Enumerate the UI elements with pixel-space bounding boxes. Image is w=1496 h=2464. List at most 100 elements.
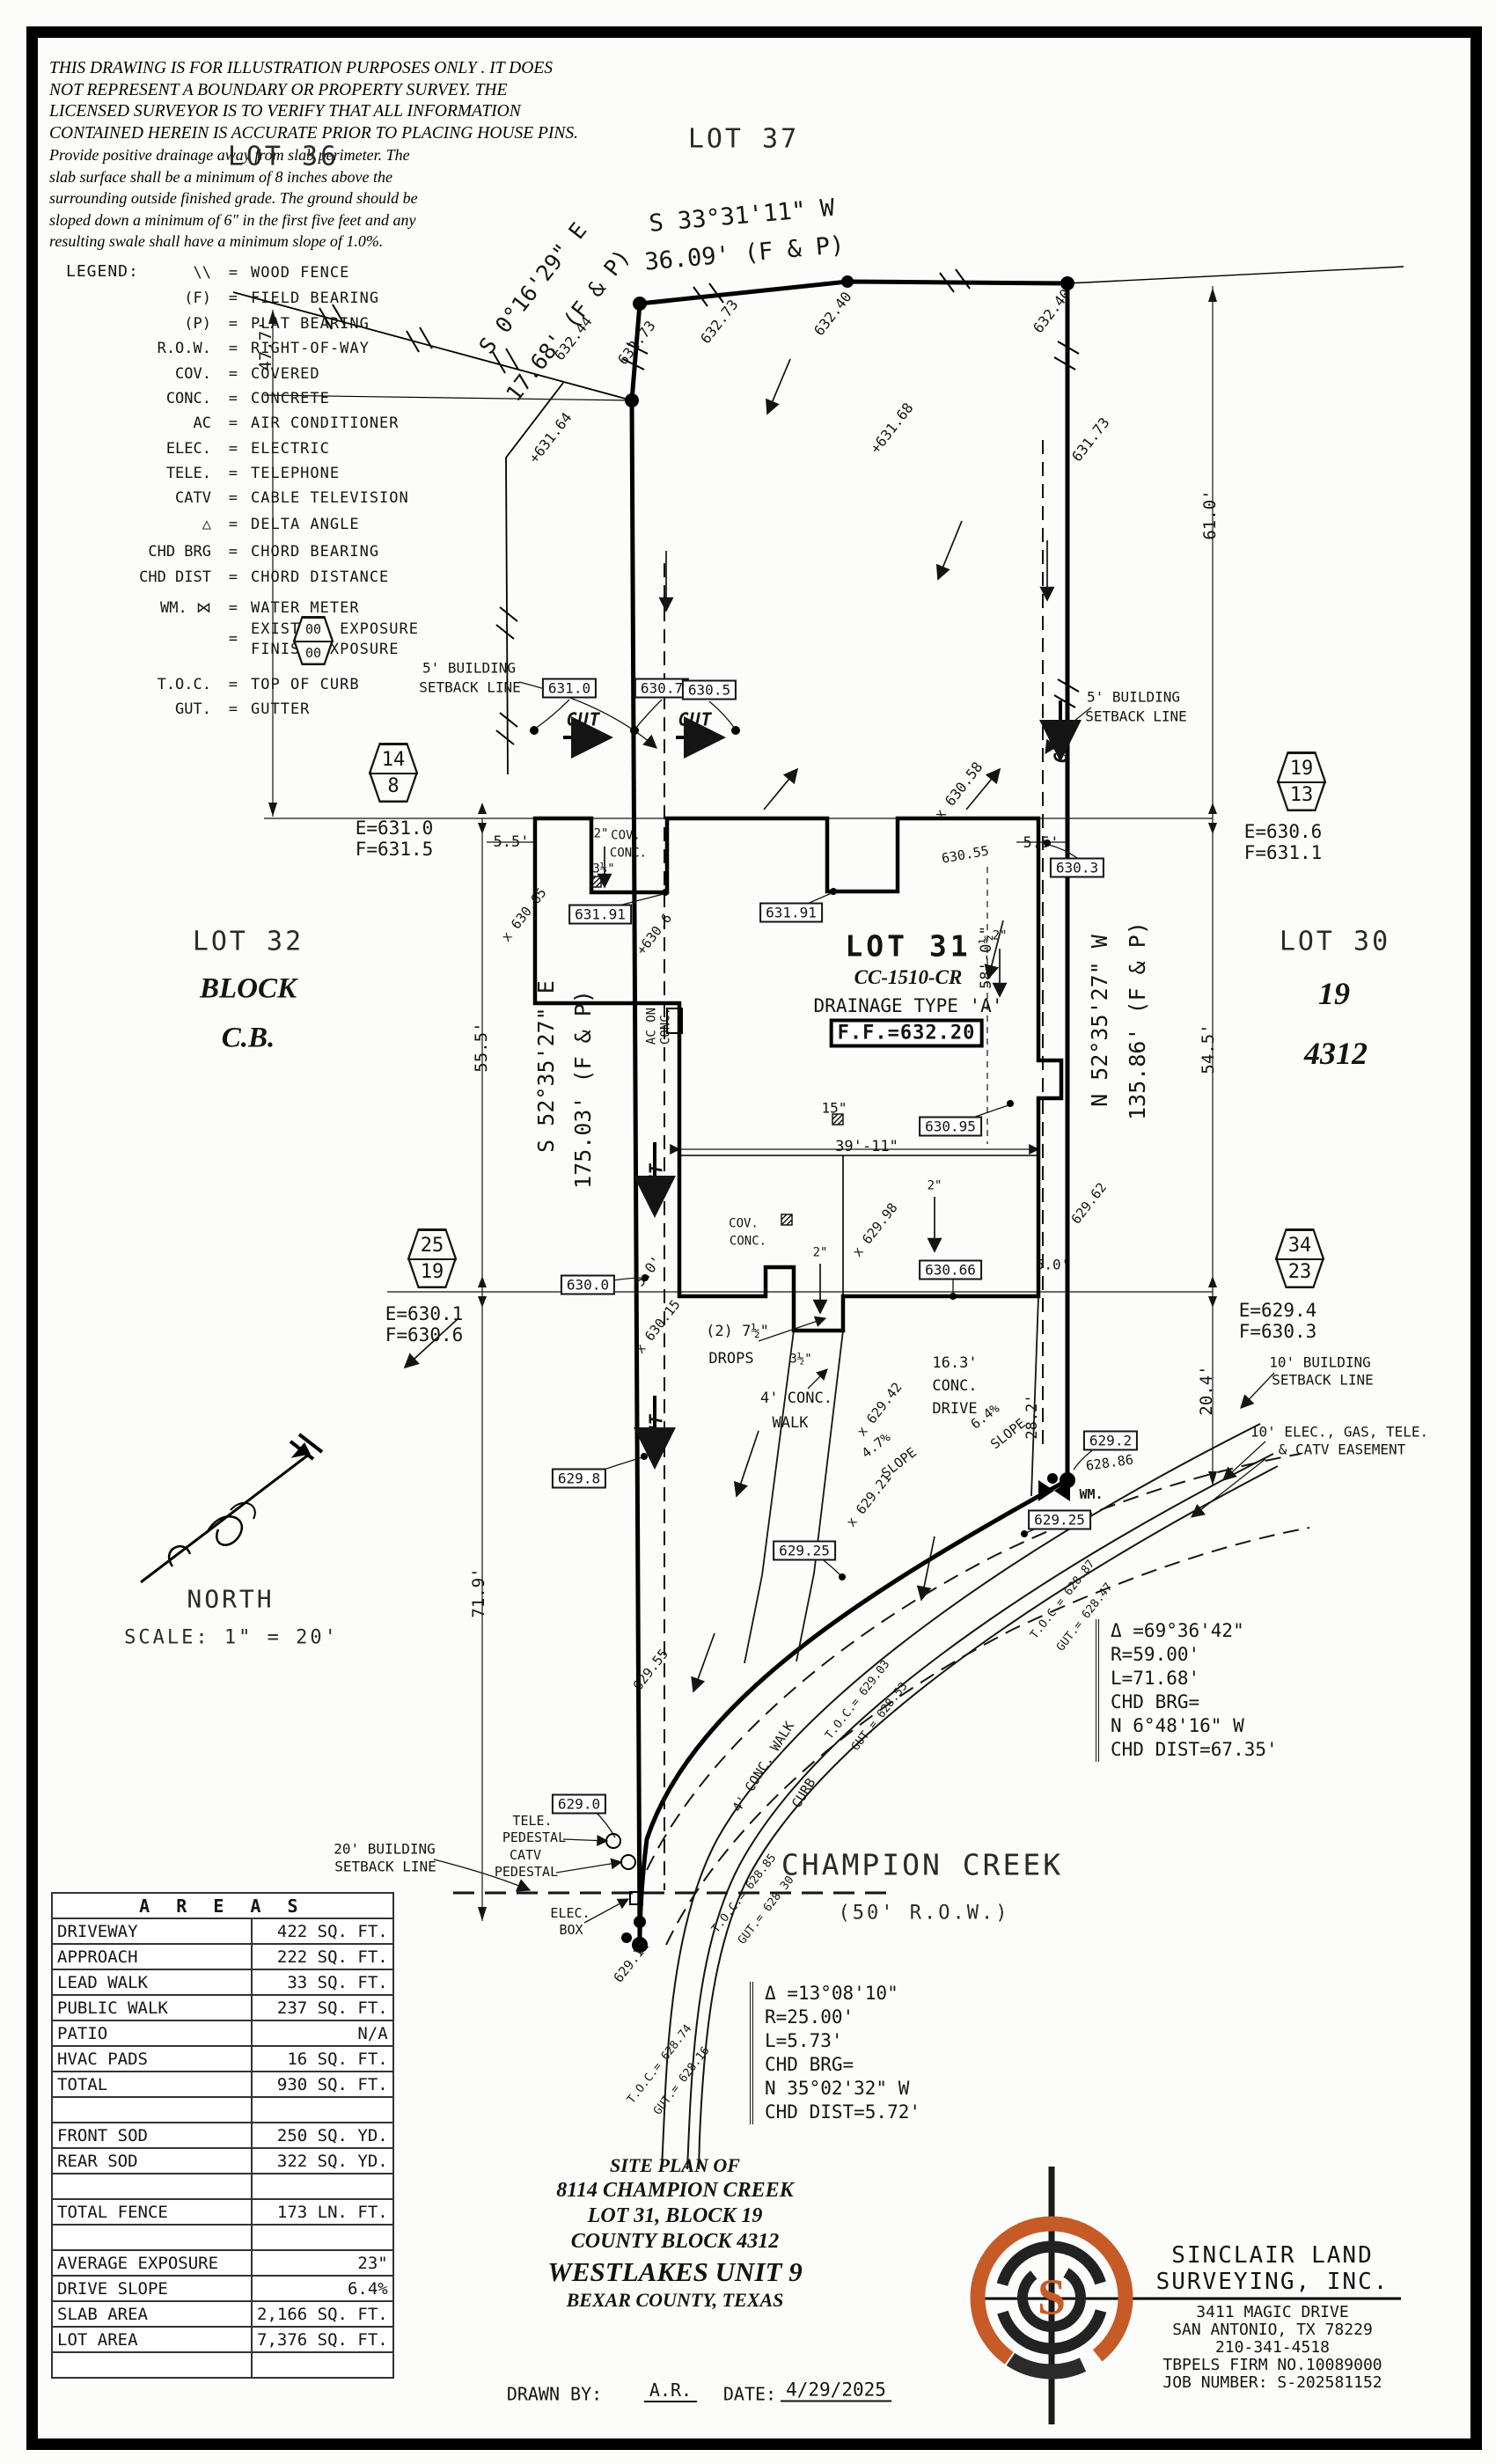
dim-71-9: 71.9' xyxy=(469,1567,489,1618)
setback5-left-1: 5' BUILDING xyxy=(422,659,516,677)
elev-630-0: 630.0 xyxy=(560,1274,616,1295)
scale-label: SCALE: 1" = 20' xyxy=(124,1626,339,1649)
tele-pedestal-2: PEDESTAL xyxy=(502,1830,567,1846)
drawn-by-label: DRAWN BY: xyxy=(506,2383,603,2405)
areas-row-label: FRONT SOD xyxy=(51,2122,253,2149)
legend-equals: = xyxy=(228,390,238,407)
setback20-1: 20' BUILDING xyxy=(334,1840,436,1858)
curve-line-1: R=25.00' xyxy=(765,2006,854,2028)
legend-equals: = xyxy=(228,365,238,383)
legend-equals: = xyxy=(228,465,238,482)
legend-equals: = xyxy=(228,489,238,507)
curve-line-5: CHD DIST=5.72' xyxy=(765,2101,921,2123)
ef-1-e: E=631.0 xyxy=(355,817,434,839)
areas-row-value: 16 SQ. FT. xyxy=(251,2045,394,2072)
survey-monuments xyxy=(530,275,1075,1953)
legend-symbol: R.O.W. xyxy=(157,340,211,357)
hex-divider xyxy=(1277,781,1326,783)
cut-arrows xyxy=(563,700,1082,1470)
legend-symbol: CONC. xyxy=(165,390,211,407)
legend-item-0: \\=WOOD FENCE xyxy=(66,264,436,287)
title-line-2: LOT 31, BLOCK 19 xyxy=(587,2204,763,2228)
bearing-west-1: S 52°35'27" E xyxy=(532,980,559,1153)
drive-3: DRIVE xyxy=(932,1400,978,1419)
elec-box-1: ELEC. xyxy=(550,1905,590,1922)
legend-desc: RIGHT-OF-WAY xyxy=(251,340,370,357)
legend-desc: COVERED xyxy=(251,365,320,383)
legend-symbol: GUT. xyxy=(175,700,211,718)
lot-30-4312: 4312 xyxy=(1304,1036,1368,1072)
legend-desc: EXISTING EXPOSURE xyxy=(251,620,419,638)
legend-item-15: T.O.C.=TOP OF CURB xyxy=(66,676,436,699)
hex-divider xyxy=(407,1258,457,1260)
tele-pedestal-1: TELE. xyxy=(512,1813,553,1830)
legend-item-5: CONC. = CONCRETE xyxy=(66,390,436,413)
legend-item-3: R.O.W.=RIGHT-OF-WAY xyxy=(66,340,436,363)
setback5-right-1: 5' BUILDING xyxy=(1087,688,1180,706)
elev-630-3: 630.3 xyxy=(1049,857,1105,878)
legend-equals: = xyxy=(228,568,238,586)
ef-4-e: E=629.4 xyxy=(1238,1299,1317,1321)
cov-conc-porch-2: CONC. xyxy=(609,846,648,861)
wm-label: WM. xyxy=(1079,1486,1104,1503)
areas-row-value: 33 SQ. FT. xyxy=(251,1969,394,1996)
areas-row-value: N/A xyxy=(251,2020,394,2047)
areas-row-value xyxy=(251,2351,394,2379)
setback10-2: SETBACK LINE xyxy=(1272,1371,1374,1389)
cut-elev-630-5: 630.5 xyxy=(681,679,737,700)
legend-item-9: CATV=CABLE TELEVISION xyxy=(66,489,436,512)
disclaimer-line-1: NOT REPRESENT A BOUNDARY OR PROPERTY SUR… xyxy=(49,80,508,99)
hex-bottom-number: 00 xyxy=(304,645,322,661)
legend-desc: CONCRETE xyxy=(251,390,330,407)
cut-label-2: CUT xyxy=(678,708,713,730)
legend-item-4: COV. = COVERED xyxy=(66,365,436,388)
elev-629-25a: 629.25 xyxy=(1028,1509,1091,1530)
legend-item-13: WM. ⋈=WATER METER xyxy=(66,599,436,622)
legend-desc: ELECTRIC xyxy=(251,440,330,458)
drawn-by-value: A.R. xyxy=(643,2381,698,2402)
areas-row-label xyxy=(51,2351,253,2379)
legend-symbol: CHD DIST xyxy=(139,568,211,586)
lot-30-label: LOT 30 xyxy=(1279,926,1391,957)
areas-row-value xyxy=(251,2224,394,2251)
areas-row-label: AVERAGE EXPOSURE xyxy=(51,2249,253,2277)
firm-block: SINCLAIR LAND SURVEYING, INC. 3411 MAGIC… xyxy=(1140,2242,1404,2392)
legend-equals: = xyxy=(228,290,238,307)
legend-equals: = xyxy=(228,543,238,561)
legend-equals: = xyxy=(228,599,238,617)
legend-desc: WOOD FENCE xyxy=(251,264,350,282)
legend-desc: FIELD BEARING xyxy=(251,290,380,307)
water-meter-icon xyxy=(1038,1480,1070,1501)
cut-label-1: CUT xyxy=(566,708,601,730)
legend-title: LEGEND: xyxy=(66,262,139,281)
dim-28-2: 28.2' xyxy=(1023,1394,1042,1440)
disclaimer-line-0: THIS DRAWING IS FOR ILLUSTRATION PURPOSE… xyxy=(49,59,553,77)
drops-2: DROPS xyxy=(708,1350,754,1368)
areas-row-label: LOT AREA xyxy=(51,2326,253,2353)
north-label: NORTH xyxy=(187,1584,275,1614)
catv-pedestal-2: PEDESTAL xyxy=(494,1864,559,1881)
drops-1: (2) 7½" xyxy=(706,1323,769,1341)
setback20-2: SETBACK LINE xyxy=(334,1858,436,1875)
legend-symbol: COV. xyxy=(175,365,211,383)
hex-top-number: 25 xyxy=(420,1235,444,1257)
elev-631-91a: 631.91 xyxy=(568,904,632,925)
legend-desc: CHORD DISTANCE xyxy=(251,568,390,586)
bearing-east-2: 135.86' (F & P) xyxy=(1124,921,1150,1120)
cut-label-4: CUT xyxy=(645,1162,667,1198)
ac-on-conc-2: CONC. xyxy=(658,1007,673,1045)
utility-symbols xyxy=(605,1833,643,1905)
legend-desc: CHORD BEARING xyxy=(251,543,380,561)
hex-divider xyxy=(293,641,334,642)
curve-line-0: Δ =13°08'10" xyxy=(765,1983,898,2004)
legend-symbol: (P) xyxy=(184,315,211,333)
dim-55-5: 55.5' xyxy=(472,1022,492,1073)
firm-name-2: SURVEYING, INC. xyxy=(1155,2269,1390,2295)
legend-equals: = xyxy=(228,516,238,533)
firm-line-4: JOB NUMBER: S-202581152 xyxy=(1162,2373,1382,2392)
ef-1-f: F=631.5 xyxy=(355,838,434,860)
